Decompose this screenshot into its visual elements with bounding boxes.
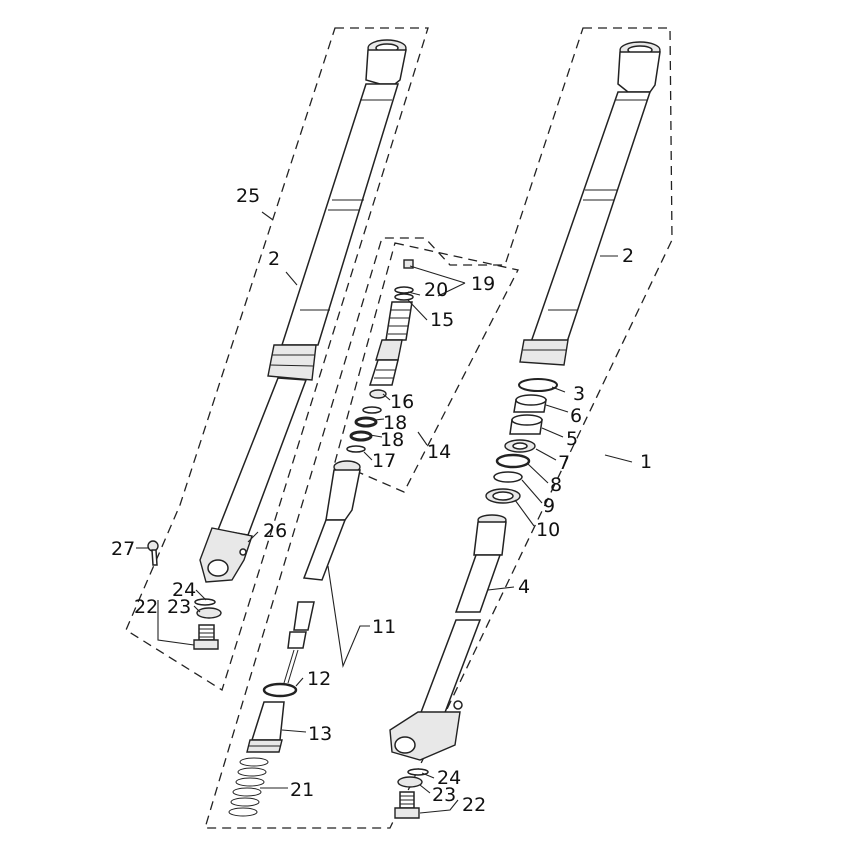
callout-1: 1 <box>640 451 652 473</box>
callout-2-left: 2 <box>268 248 280 270</box>
group-outline-right-fork <box>204 27 673 829</box>
spring-seat-13-and-spring-21 <box>228 701 285 817</box>
callout-12: 12 <box>307 668 331 690</box>
callout-14: 14 <box>427 441 451 463</box>
callout-2-right: 2 <box>622 245 634 267</box>
callout-25: 25 <box>236 185 260 207</box>
callout-10: 10 <box>536 519 560 541</box>
outer-slider-4 <box>389 514 507 761</box>
callout-20: 20 <box>424 279 448 301</box>
leader-lines <box>136 211 633 814</box>
callout-8: 8 <box>550 474 562 496</box>
callout-24-left: 24 <box>172 579 196 601</box>
callout-22-left: 22 <box>134 596 158 618</box>
group-outline-left-fork <box>125 27 429 691</box>
right-axle-hardware <box>394 768 429 819</box>
callout-15: 15 <box>430 309 454 331</box>
right-fork-assembly <box>519 41 661 366</box>
callout-23-right: 23 <box>432 784 456 806</box>
callout-13: 13 <box>308 723 332 745</box>
group-outline-cartridge <box>334 242 519 493</box>
callout-7: 7 <box>558 452 570 474</box>
left-axle-hardware <box>193 598 222 650</box>
callout-18-lower: 18 <box>380 429 404 451</box>
callout-23-left: 23 <box>167 596 191 618</box>
callout-11: 11 <box>372 616 396 638</box>
callout-21: 21 <box>290 779 314 801</box>
damper-rod-11 <box>262 460 361 698</box>
callout-26: 26 <box>263 520 287 542</box>
callout-9: 9 <box>543 495 555 517</box>
callout-17: 17 <box>372 450 396 472</box>
callout-16: 16 <box>390 391 414 413</box>
callout-19: 19 <box>471 273 495 295</box>
callout-3: 3 <box>573 383 585 405</box>
callout-27: 27 <box>111 538 135 560</box>
callout-4: 4 <box>518 576 530 598</box>
callout-5: 5 <box>566 428 578 450</box>
callout-24-right: 24 <box>437 767 461 789</box>
callout-labels: 1 2 2 3 6 5 7 8 9 10 4 19 20 15 16 18 18… <box>111 185 652 816</box>
callout-6: 6 <box>570 405 582 427</box>
callout-22-right: 22 <box>462 794 486 816</box>
left-fork-assembly <box>199 39 407 583</box>
callout-18-upper: 18 <box>383 412 407 434</box>
damper-cartridge-assembly <box>346 259 414 453</box>
seal-kit-3-10 <box>485 378 558 504</box>
bolt-27 <box>147 540 159 566</box>
